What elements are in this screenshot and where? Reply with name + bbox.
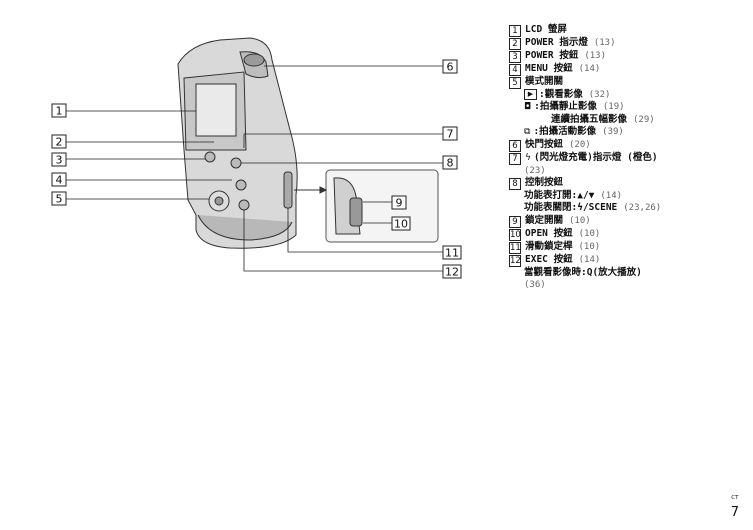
camera-illustration (177, 37, 298, 249)
part-7: 7 ϟ (閃光燈充電)指示燈 (橙色) (509, 152, 749, 165)
page-ref: (14) (578, 254, 601, 265)
part-number: 3 (509, 51, 521, 63)
page-ref: (29) (633, 114, 655, 125)
page-number: CT 7 (731, 495, 739, 520)
mode-label: :觀看影像 (539, 89, 583, 100)
camera-diagram: 1 2 3 4 5 6 7 8 9 10 11 12 (51, 37, 462, 279)
part-number: 8 (509, 178, 521, 191)
part-number: 7 (509, 152, 521, 165)
page-ref: (13) (584, 51, 607, 61)
part-label: LCD 螢屏 (525, 24, 567, 35)
callout-8: 8 (447, 157, 454, 170)
part-10: 10 OPEN 按鈕 (10) (509, 228, 749, 241)
callout-11: 11 (445, 247, 459, 260)
page-ref: (32) (588, 90, 611, 100)
region-code: CT (731, 495, 739, 501)
page-ref: (10) (578, 241, 601, 252)
mode-label: :拍攝活動影像 (533, 126, 597, 138)
part-4: 4 MENU 按鈕 (14) (509, 63, 749, 76)
page-ref: (20) (569, 139, 591, 150)
part-number: 6 (509, 139, 521, 152)
page-ref: (19) (602, 102, 625, 113)
part-12: 12 EXEC 按鈕 (14) (509, 254, 749, 267)
part-number: 4 (509, 64, 521, 76)
camera-icon: ◘ (524, 102, 532, 113)
callout-10: 10 (394, 218, 408, 231)
part-number: 5 (509, 77, 521, 89)
mode-movie: ⧉ :拍攝活動影像 (39) (524, 126, 749, 138)
callout-12: 12 (445, 266, 459, 279)
page-ref: (10) (578, 228, 601, 239)
exec-note: 當觀看影像時:Q(放大播放) (524, 267, 749, 279)
part-label: EXEC 按鈕 (525, 253, 573, 265)
part-6: 6 快門按鈕 (20) (509, 139, 749, 152)
part-2: 2 POWER 指示燈 (13) (509, 37, 749, 50)
play-icon: ▶ (524, 89, 537, 100)
part-label: POWER 指示燈 (525, 37, 588, 48)
lock-detail-inset (294, 169, 439, 243)
part-label: 控制按鈕 (525, 177, 564, 189)
control-label: 功能表關閉:ϟ/SCENE (524, 202, 618, 214)
part-9: 9 鎖定開關 (10) (509, 215, 749, 228)
control-menu-on: 功能表打開:▲/▼ (14) (524, 190, 749, 202)
flash-icon: ϟ (525, 152, 531, 163)
part-7-ref: (23) (524, 165, 546, 176)
part-number: 10 (509, 228, 521, 241)
part-label: OPEN 按鈕 (525, 227, 573, 239)
page-ref: (39) (602, 127, 624, 138)
callout-1: 1 (56, 105, 63, 118)
callout-6: 6 (447, 61, 454, 74)
part-3: 3 POWER 按鈕 (13) (509, 50, 749, 63)
page-ref: (13) (593, 38, 616, 48)
part-number: 12 (509, 254, 521, 267)
mode-play: ▶ :觀看影像 (32) (524, 89, 749, 101)
callout-3: 3 (56, 154, 63, 167)
part-number: 11 (509, 241, 521, 254)
page-number-value: 7 (730, 505, 739, 520)
exec-note-ref: (36) (524, 280, 546, 291)
callout-9: 9 (396, 197, 403, 210)
page-ref: (10) (569, 215, 591, 226)
part-label: 模式開關 (525, 76, 564, 87)
exec-note-text: 當觀看影像時:Q(放大播放) (524, 266, 642, 278)
control-menu-off: 功能表關閉:ϟ/SCENE (23,26) (524, 202, 749, 214)
mode-label: :拍攝靜止影像 (534, 101, 597, 113)
part-11: 11 滑動鎖定桿 (10) (509, 241, 749, 254)
part-label: 滑動鎖定桿 (525, 240, 573, 252)
callout-5: 5 (56, 193, 63, 206)
part-label: MENU 按鈕 (525, 63, 573, 74)
callout-2: 2 (56, 136, 63, 149)
part-number: 9 (509, 215, 521, 228)
part-number: 1 (509, 25, 521, 37)
part-label: 快門按鈕 (525, 138, 564, 150)
part-number: 2 (509, 38, 521, 50)
parts-list: 1 LCD 螢屏 2 POWER 指示燈 (13) 3 POWER 按鈕 (13… (509, 24, 749, 292)
control-label: 功能表打開:▲/▼ (524, 190, 595, 202)
movie-icon: ⧉ (524, 127, 531, 138)
leader-lines (66, 65, 443, 272)
part-label: POWER 按鈕 (525, 50, 579, 61)
mode-still: ◘ :拍攝靜止影像 (19) (524, 101, 749, 113)
callout-7: 7 (447, 128, 454, 141)
part-5: 5 模式開關 (509, 76, 749, 89)
mode-label: 連續拍攝五幅影像 (551, 113, 628, 125)
callout-4: 4 (56, 174, 63, 187)
part-1: 1 LCD 螢屏 (509, 24, 749, 37)
page-ref: (14) (578, 64, 601, 74)
part-label: (閃光燈充電)指示燈 (橙色) (533, 151, 658, 163)
page-ref: (14) (600, 191, 623, 202)
callout-boxes: 1 2 3 4 5 6 7 8 9 10 11 12 (51, 59, 462, 279)
part-8: 8 控制按鈕 (509, 177, 749, 191)
mode-burst: 連續拍攝五幅影像 (29) (551, 114, 749, 126)
part-label: 鎖定開關 (525, 214, 564, 226)
page-ref: (23,26) (623, 203, 662, 214)
